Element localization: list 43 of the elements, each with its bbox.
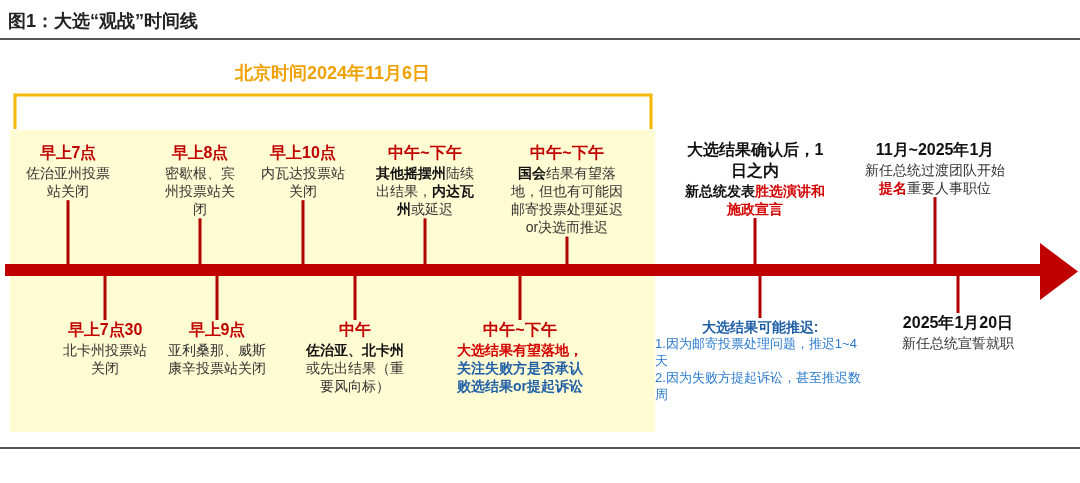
time-label: 中午~下午: [529, 143, 605, 163]
time-label: 11月~2025年1月: [874, 140, 996, 160]
time-label: 大选结果可能推迟:: [700, 318, 820, 337]
time-label: 大选结果确认后，1日之内: [685, 140, 825, 181]
event-description: 大选结果有望落地，: [456, 340, 584, 359]
timeline-tick: [565, 236, 569, 264]
event-description: 1.因为邮寄投票处理问题，推迟1~4天: [655, 336, 858, 370]
time-label: 早上7点: [38, 143, 98, 163]
event-description: 国会结果有望落地，但也有可能因邮寄投票处理延迟or决选而推迟: [510, 163, 624, 237]
timeline-tick: [956, 276, 960, 313]
event-description: 内瓦达投票站关闭: [261, 163, 345, 201]
event-description: 密歇根、宾州投票站关闭: [165, 163, 235, 219]
timeline-tick: [198, 218, 202, 264]
time-label: 中午: [338, 320, 372, 340]
timeline-tick: [423, 218, 427, 264]
event-description: 佐治亚、北卡州或先出结果（重要风向标）: [305, 340, 405, 396]
timeline-tick: [66, 200, 70, 264]
timeline-tick: [753, 217, 757, 264]
timeline-tick: [353, 276, 357, 320]
event-description: 北卡州投票站关闭: [63, 340, 147, 378]
time-label: 早上9点: [187, 320, 247, 340]
event-description: 关注失败方是否承认败选结果or提起诉讼: [456, 359, 584, 396]
time-label: 2025年1月20日: [901, 313, 1015, 333]
time-label: 早上10点: [269, 143, 337, 163]
time-label: 中午~下午: [482, 320, 558, 340]
timeline-tick: [758, 276, 762, 318]
event-description: 新任总统过渡团队开始提名重要人事职位: [864, 160, 1006, 198]
time-label: 早上7点30: [66, 320, 144, 340]
event-description: 佐治亚州投票站关闭: [26, 163, 110, 201]
event-description: 其他摇摆州陆续出结果，内达瓦州或延迟: [376, 163, 474, 219]
timeline-tick: [933, 197, 937, 264]
event-description: 新总统发表胜选演讲和施政宣言: [685, 181, 825, 218]
timeline-tick: [301, 200, 305, 264]
timeline-tick: [215, 276, 219, 320]
timeline-tick: [103, 276, 107, 320]
event-description: 亚利桑那、威斯康辛投票站关闭: [168, 340, 266, 378]
time-label: 中午~下午: [387, 143, 463, 163]
event-description: 新任总统宣誓就职: [901, 333, 1015, 352]
event-description: 2.因为失败方提起诉讼，甚至推迟数周: [655, 369, 862, 404]
diagram-title: 图1：大选“观战”时间线: [8, 10, 198, 33]
timeline-tick: [518, 276, 522, 320]
band-heading: 北京时间2024年11月6日: [233, 62, 432, 85]
time-label: 早上8点: [170, 143, 230, 163]
